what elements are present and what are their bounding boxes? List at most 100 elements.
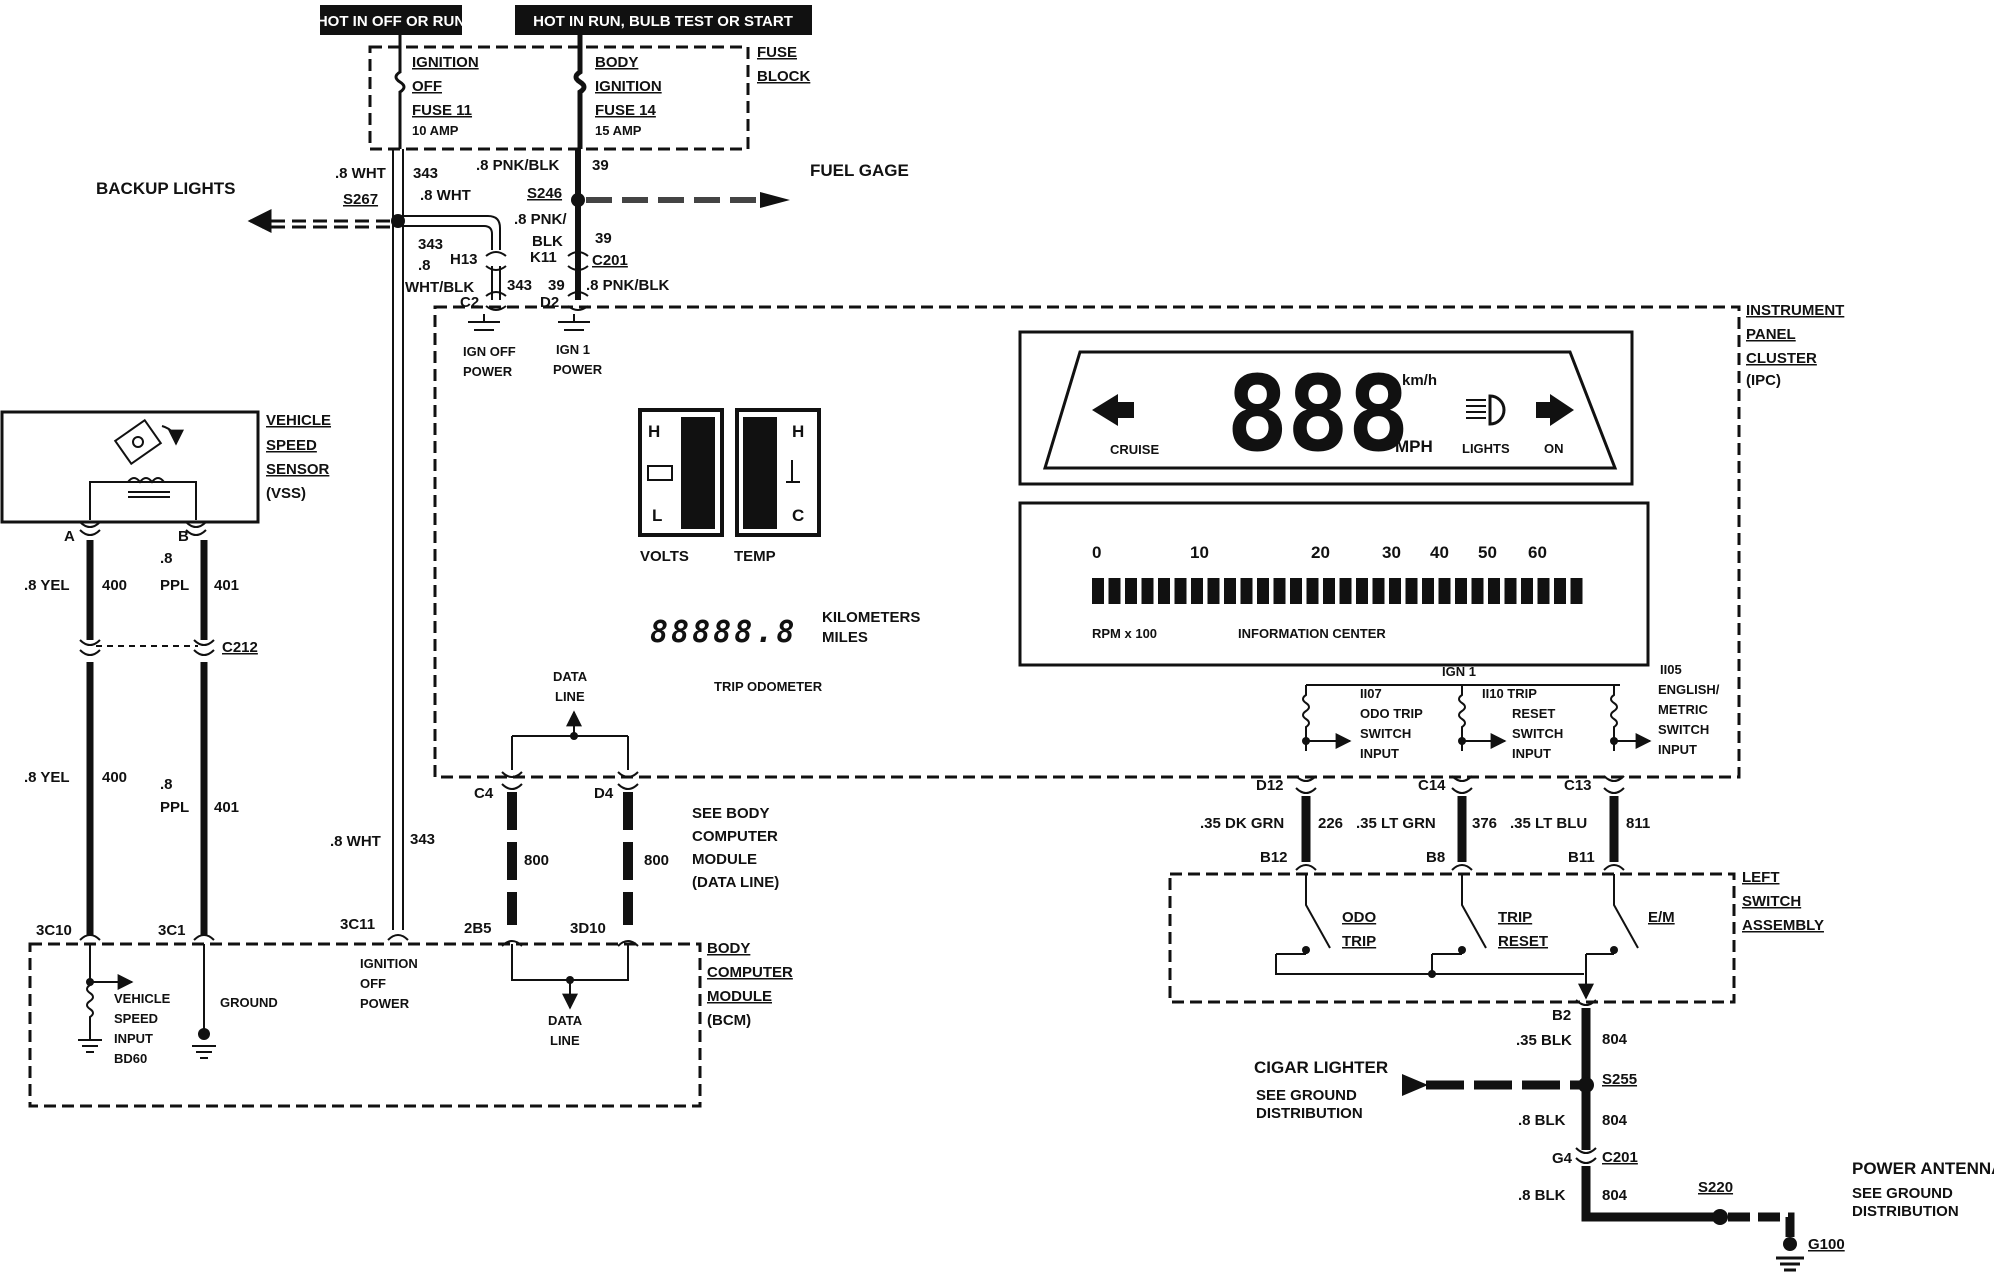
trip-odometer-label: TRIP ODOMETER: [714, 679, 823, 694]
fuse-block-title-1: FUSE: [757, 44, 797, 61]
rpm-tick-20: 20: [1311, 543, 1330, 562]
rpm-bar-segment: [1174, 578, 1187, 604]
conn-b11-label: B11: [1568, 849, 1595, 866]
vss-label-2: SPEED: [266, 437, 317, 454]
ii10-line2: RESET: [1512, 706, 1555, 721]
lsa-label-2: SWITCH: [1742, 893, 1801, 910]
volts-l: L: [652, 506, 662, 525]
conn-d4-label: D4: [594, 785, 614, 802]
rpm-bar-segment: [1554, 578, 1566, 604]
mph-label: MPH: [1395, 437, 1433, 456]
rpm-bar-segment: [1537, 578, 1550, 604]
trip-reset-input: II10 TRIP RESET SWITCH INPUT: [1458, 685, 1563, 761]
rpm-bar-segment: [1240, 578, 1253, 604]
ign1-power-1: IGN 1: [556, 342, 590, 357]
bcm-ground-label: GROUND: [220, 995, 278, 1010]
wire-ppl2b-label: PPL: [160, 799, 189, 816]
ii10-line3: SWITCH: [1512, 726, 1563, 741]
bcm-label-1: BODY: [707, 940, 750, 957]
rpm-label: RPM x 100: [1092, 626, 1157, 641]
conn-b2-label: B2: [1552, 1007, 1571, 1024]
rpm-bar-segment: [1438, 578, 1451, 604]
splice-s220-label: S220: [1698, 1179, 1733, 1196]
bcm-label-3: MODULE: [707, 988, 772, 1005]
rpm-bar-segment: [1323, 578, 1335, 604]
conn-3c11-label: 3C11: [340, 916, 375, 933]
volts-h: H: [648, 422, 660, 441]
cigar-ground-label-1: SEE GROUND: [1256, 1087, 1357, 1104]
backup-lights-label: BACKUP LIGHTS: [96, 179, 235, 198]
conn-c201b-label: C201: [1602, 1149, 1638, 1166]
hot-run-bulb-tag: [515, 5, 812, 35]
wire-blk8b-label: .8 BLK: [1518, 1187, 1566, 1204]
bcm-vss-in-2: SPEED: [114, 1011, 158, 1026]
wire-343-label: 343: [413, 165, 438, 182]
wire-wht-blk-label: WHT/BLK: [405, 279, 474, 296]
em-label: E/M: [1648, 909, 1675, 926]
wire-blk8a-label: .8 BLK: [1518, 1112, 1566, 1129]
rpm-tick-10: 10: [1190, 543, 1209, 562]
fuse-block: FUSE BLOCK IGNITION OFF FUSE 11 10 AMP B…: [368, 35, 810, 151]
speed-digits: 888: [1226, 353, 1408, 475]
lights-on-arrow-icon: [1536, 394, 1574, 426]
cigar-ground-label-2: DISTRIBUTION: [1256, 1105, 1363, 1122]
information-center-label: INFORMATION CENTER: [1238, 626, 1386, 641]
wire-8-label: .8: [418, 257, 431, 274]
ign1-bus-label: IGN 1: [1442, 664, 1476, 679]
conn-b8-label: B8: [1426, 849, 1445, 866]
rpm-bar-segment: [1158, 578, 1170, 604]
rpm-bar-segment: [1191, 578, 1203, 604]
miles-label: MILES: [822, 629, 868, 646]
conn-3c10-label: 3C10: [36, 922, 72, 939]
conn-c201-label: C201: [592, 252, 628, 269]
splice-s246-label: S246: [527, 185, 562, 202]
wire-800a-label: 800: [524, 852, 549, 869]
odo-trip-switch: ODO TRIP: [1276, 874, 1377, 955]
ii07-line1: II07: [1360, 686, 1382, 701]
vss-label-1: VEHICLE: [266, 412, 331, 429]
ii05-line3: METRIC: [1658, 702, 1708, 717]
splice-s267-label: S267: [343, 191, 378, 208]
conn-d12-label: D12: [1256, 777, 1284, 794]
rpm-bar-segment: [1504, 578, 1517, 604]
volts-gauge: H L: [638, 408, 724, 537]
rpm-bar-segment: [1125, 578, 1137, 604]
ign1-power-2: POWER: [553, 362, 603, 377]
conn-c212-label: C212: [222, 639, 258, 656]
wire-yel1-label: .8 YEL: [24, 577, 70, 594]
rpm-tick-60: 60: [1528, 543, 1547, 562]
ii05-line4: SWITCH: [1658, 722, 1709, 737]
rpm-bar-segment: [1488, 578, 1500, 604]
em-switch: E/M: [1586, 874, 1675, 955]
bcm-vss-in-4: BD60: [114, 1051, 147, 1066]
wire-8wht-b-label: .8 WHT: [420, 187, 471, 204]
vss-label-4: (VSS): [266, 485, 306, 502]
cruise-label: CRUISE: [1110, 442, 1159, 457]
ii05-line1: II05: [1660, 662, 1682, 677]
conn-2b5-label: 2B5: [464, 920, 492, 937]
ipc-label-1: INSTRUMENT: [1746, 302, 1844, 319]
hot-off-run-tag: [320, 5, 462, 35]
on-label: ON: [1544, 441, 1564, 456]
conn-a-label: A: [64, 528, 75, 545]
bcm-data-1: DATA: [548, 1013, 583, 1028]
ground-g100-label: G100: [1808, 1236, 1845, 1253]
rpm-bar-segment: [1521, 578, 1533, 604]
ign-off-power-1: IGN OFF: [463, 344, 516, 359]
rpm-tick-0: 0: [1092, 543, 1101, 562]
fuse14-line2: IGNITION: [595, 78, 662, 95]
rpm-bar-segment: [1273, 578, 1286, 604]
see-bcm-4: (DATA LINE): [692, 874, 779, 891]
wire-400b-label: 400: [102, 769, 127, 786]
odo-trip-label-1: ODO: [1342, 909, 1377, 926]
wire-8pnkblk-b-label: .8 PNK/BLK: [586, 277, 670, 294]
fuse11-line2: OFF: [412, 78, 442, 95]
rpm-bar-segment: [1339, 578, 1352, 604]
conn-3c1-label: 3C1: [158, 922, 186, 939]
ipc-box: [433, 305, 1741, 779]
cruise-arrow-icon: [1092, 394, 1134, 426]
hot-off-run-label: HOT IN OFF OR RUN: [317, 13, 465, 30]
wire-39c-label: 39: [548, 277, 565, 294]
wire-343b-label: 343: [418, 236, 443, 253]
wire-ppl1b-label: PPL: [160, 577, 189, 594]
